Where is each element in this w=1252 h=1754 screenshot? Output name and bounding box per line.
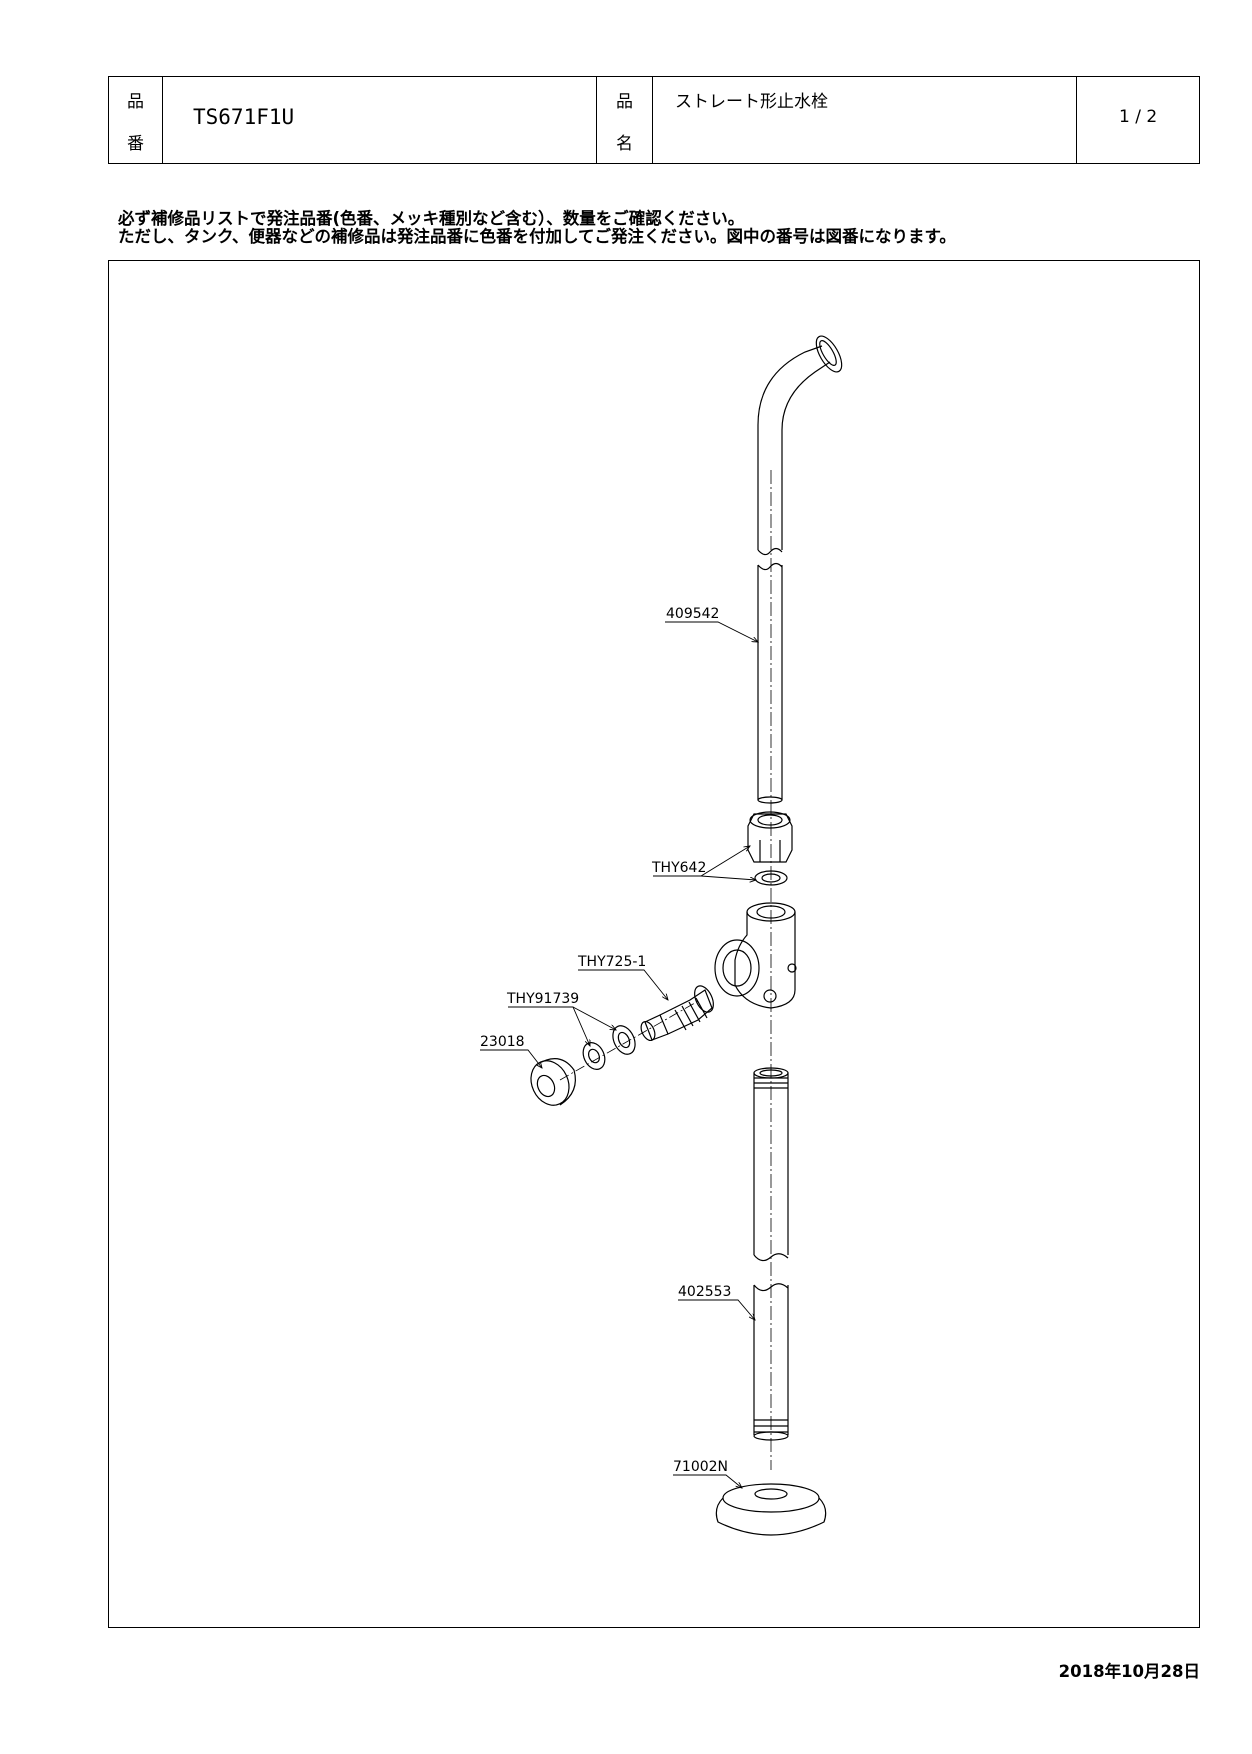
part-number: TS671F1U (193, 105, 295, 129)
header-table: 品 番 TS671F1U 品 名 ストレート形止水栓 1 / 2 (108, 76, 1200, 164)
part-number-label-cell: 品 番 (109, 77, 163, 163)
page-number: 1 / 2 (1119, 107, 1158, 127)
cap-23018 (530, 1058, 576, 1106)
part-name-label-cell: 品 名 (597, 77, 653, 163)
part-number-label-1: 品 (127, 92, 144, 112)
part-name-cell: ストレート形止水栓 (653, 77, 1077, 163)
page-cell: 1 / 2 (1077, 77, 1199, 163)
part-name-label-2: 名 (616, 134, 633, 154)
part-name-label-1: 品 (616, 92, 633, 112)
pipe-402553 (753, 1067, 789, 1441)
label-thy725-1: THY725-1 (577, 954, 646, 970)
part-number-cell: TS671F1U (163, 77, 597, 163)
issue-date: 2018年10月28日 (1058, 1662, 1200, 1681)
note-line-2: ただし、タンク、便器などの補修品は発注品番に色番を付加してご発注ください。図中の… (118, 227, 956, 246)
label-thy91739: THY91739 (506, 991, 579, 1007)
washer-thy91739 (559, 999, 701, 1081)
label-409542: 409542 (666, 606, 719, 622)
label-thy642: THY642 (651, 860, 706, 876)
part-number-label-2: 番 (127, 134, 144, 154)
escutcheon-71002n (715, 1483, 827, 1536)
note-line-1: 必ず補修品リストで発注品番(色番、メッキ種別など含む）、数量をご確認ください。 (118, 209, 745, 228)
valve-body (714, 902, 797, 1009)
label-71002n: 71002N (673, 1459, 728, 1475)
notes: 必ず補修品リストで発注品番(色番、メッキ種別など含む）、数量をご確認ください。 … (118, 210, 956, 246)
part-name: ストレート形止水栓 (675, 92, 828, 112)
label-23018: 23018 (480, 1034, 525, 1050)
drawing-frame (108, 260, 1200, 1628)
label-402553: 402553 (678, 1284, 731, 1300)
bent-tube-409542 (757, 335, 843, 804)
nut-thy642 (747, 811, 793, 863)
